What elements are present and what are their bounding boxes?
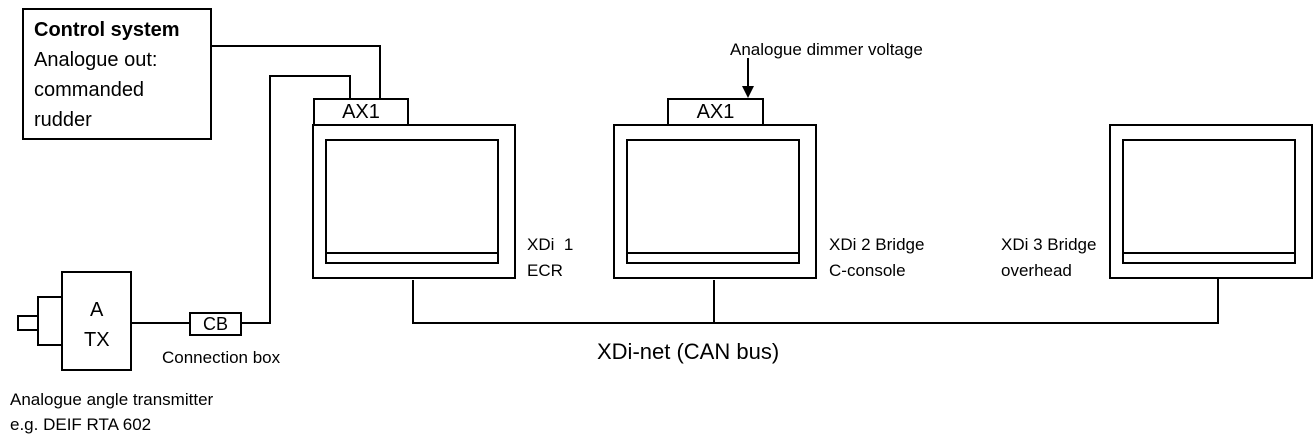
control-system-line-1: Analogue out: (34, 49, 158, 71)
xdi1-display (312, 124, 516, 279)
connection-box-label: CB (202, 314, 228, 334)
control-wire (210, 45, 381, 98)
can-bus-label: XDi-net (CAN bus) (597, 339, 780, 364)
xdi3-label-line1: XDi 3 Bridge (1001, 235, 1097, 254)
transmitter-letter-a: A (90, 299, 104, 321)
ax1-module-ecr: AX1 (313, 98, 409, 126)
xdi1-label-line2: ECR (527, 261, 563, 280)
ax1-module-bridge: AX1 (667, 98, 764, 126)
dimmer-arrow-head (742, 86, 754, 98)
cb-wire (241, 75, 351, 324)
angle-transmitter-shape (17, 271, 132, 371)
xdi3-display (1109, 124, 1313, 279)
xdi2-label-line1: XDi 2 Bridge (829, 235, 925, 254)
control-system-line-2: commanded (34, 79, 145, 101)
transmitter-caption-line1: Analogue angle transmitter (10, 390, 214, 409)
control-system-line-3: rudder (34, 109, 92, 131)
xdi1-label-line1: XDi 1 (527, 235, 574, 254)
transmitter-caption-line2: e.g. DEIF RTA 602 (10, 415, 152, 434)
control-system-title: Control system (34, 19, 180, 41)
ax1-ecr-label: AX1 (342, 101, 380, 123)
connection-box-caption: Connection box (162, 348, 281, 367)
ax1-bridge-label: AX1 (696, 101, 735, 123)
connection-box: CB (189, 312, 242, 336)
can-bus-line (412, 278, 1219, 324)
xdi3-label-line2: overhead (1001, 261, 1072, 280)
xdi2-display (613, 124, 817, 279)
control-system-box: Control system Analogue out: commanded r… (22, 8, 212, 140)
xdi2-label-line2: C-console (829, 261, 906, 280)
dimmer-voltage-label: Analogue dimmer voltage (730, 40, 923, 59)
transmitter-letters-tx: TX (84, 329, 110, 351)
